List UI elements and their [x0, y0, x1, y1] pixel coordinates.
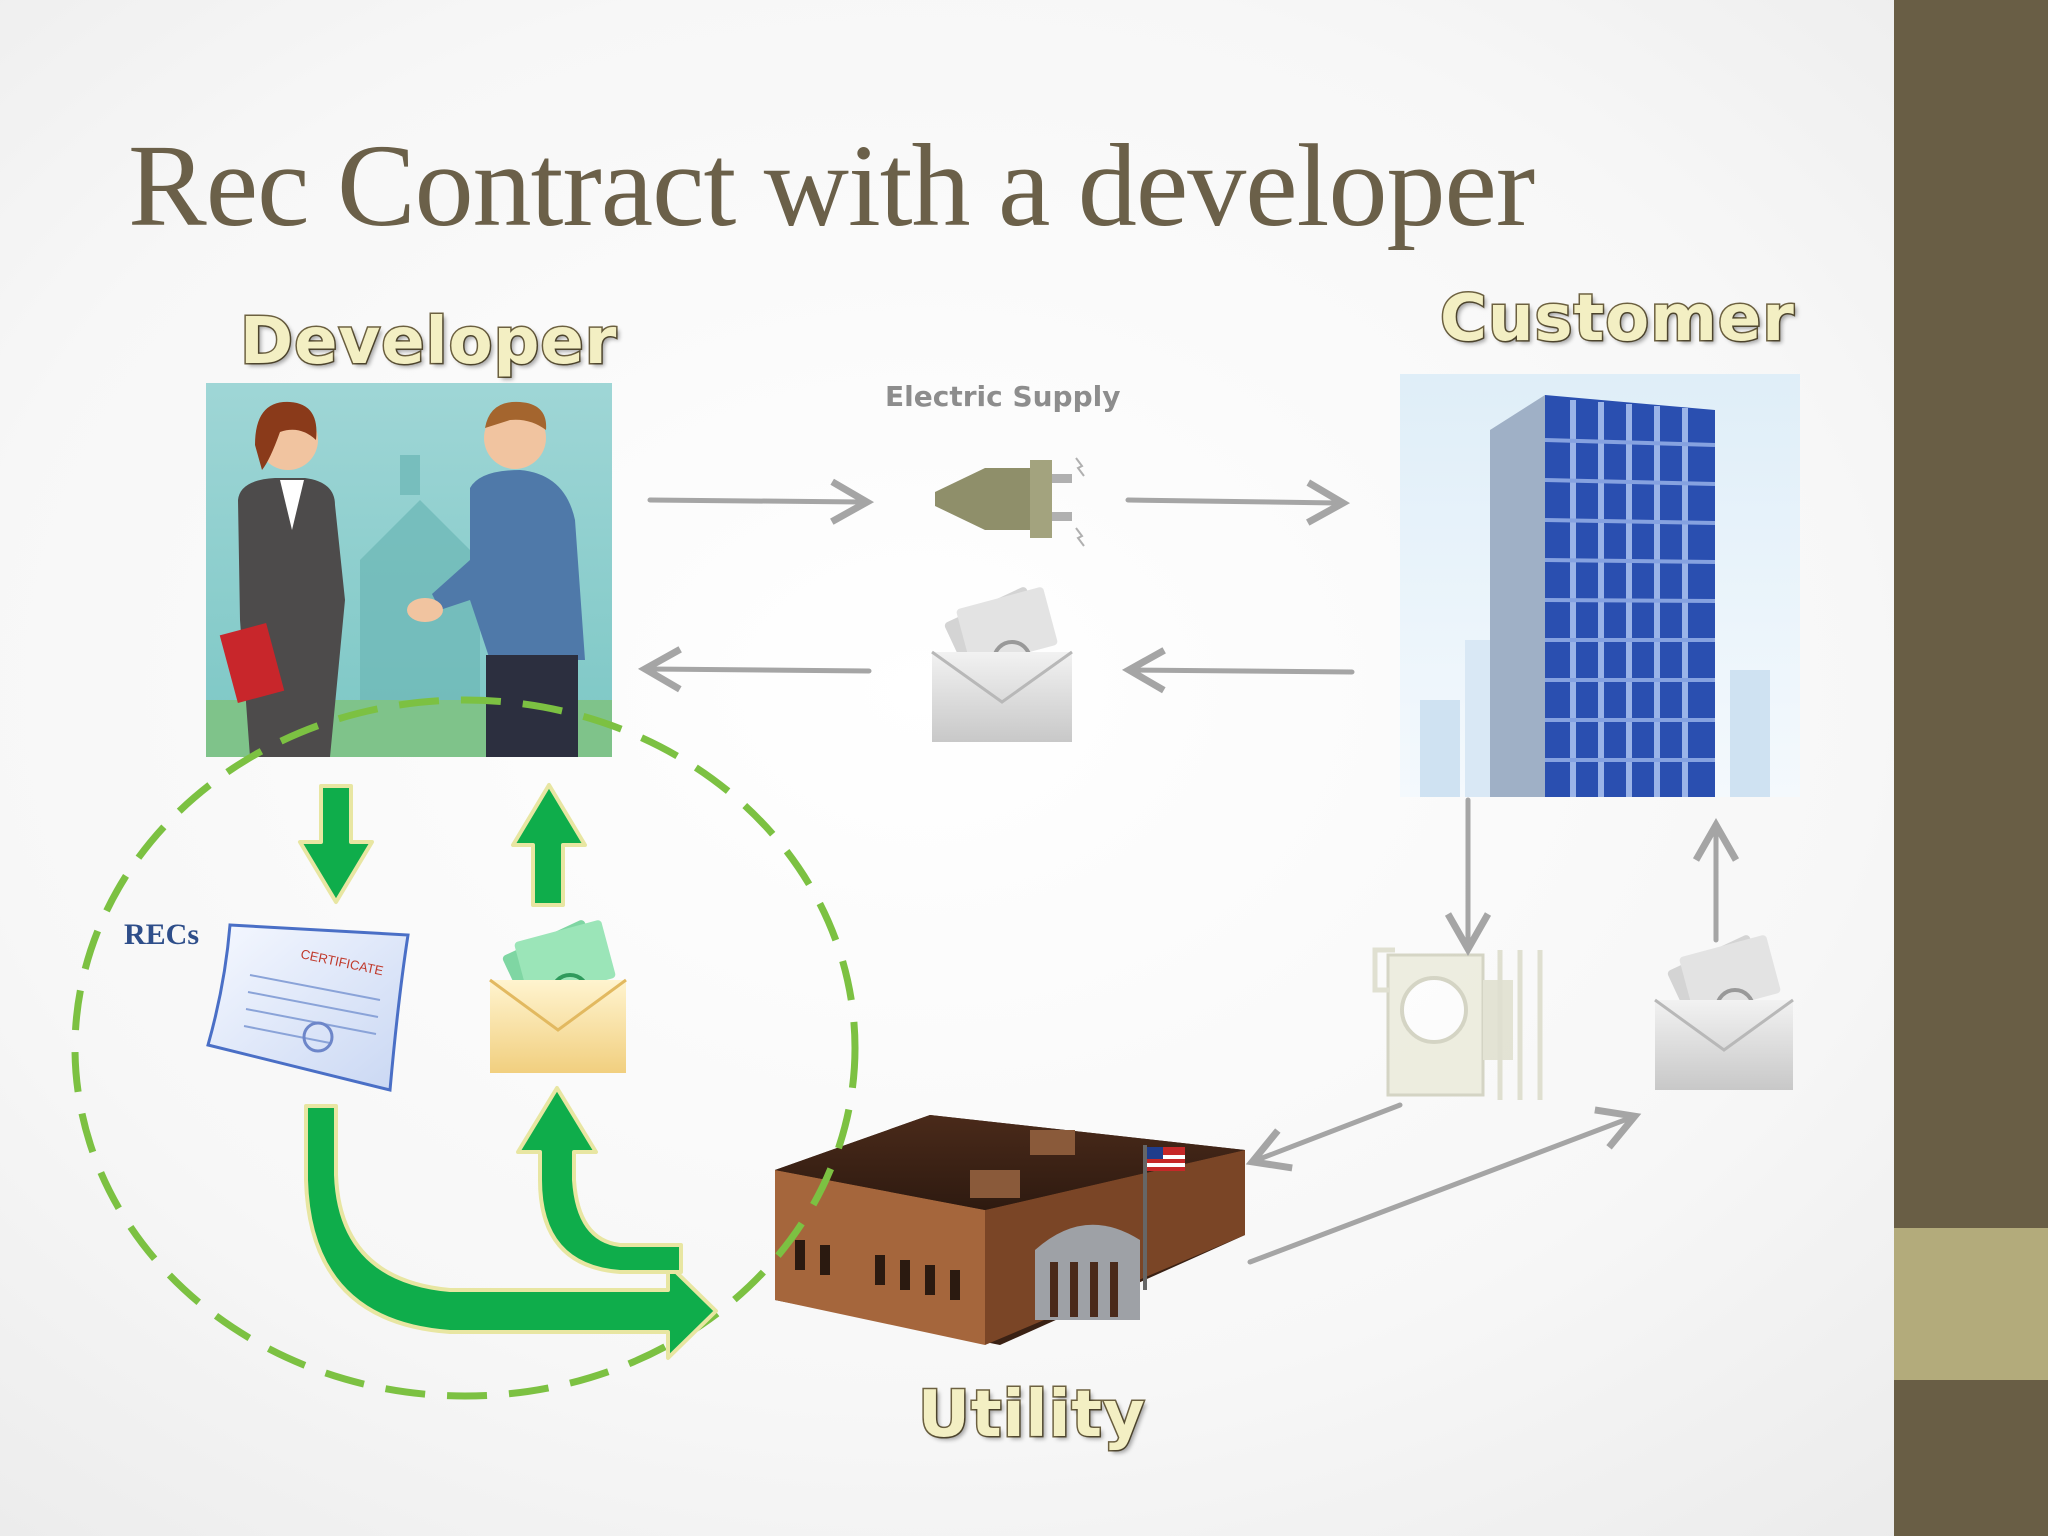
- flag-icon: [1147, 1147, 1185, 1171]
- certificate-icon: CERTIFICATE: [206, 923, 410, 1092]
- arrow-supply-to-customer: [1125, 479, 1351, 526]
- gray-flow-arrows: [637, 478, 1740, 1265]
- arrow-money-to-developer: [511, 783, 587, 907]
- developer-label: Developer: [238, 304, 618, 381]
- arrow-recs-to-utility: [304, 1104, 718, 1360]
- slide-title: Rec Contract with a developer: [128, 120, 1535, 251]
- sidebar-accent-band: [1894, 1228, 2048, 1380]
- money-envelope-icon: [931, 587, 1073, 742]
- electric-supply-label: Electric Supply: [885, 380, 1121, 413]
- recs-label: RECs: [124, 918, 200, 951]
- arrow-customer-to-payment: [1121, 647, 1355, 694]
- rec-contract-boundary: [71, 696, 859, 1400]
- electric-meter-icon: [1372, 947, 1543, 1100]
- arrow-utility-to-money: [516, 1086, 683, 1274]
- utility-building-illustration: [775, 1115, 1245, 1345]
- utility-label: Utility: [917, 1377, 1147, 1454]
- arrow-developer-to-supply: [647, 478, 875, 525]
- arrow-developer-to-recs: [298, 784, 374, 904]
- money-envelope-icon: [489, 920, 627, 1073]
- office-tower-illustration: [1400, 374, 1800, 797]
- plug-icon: [935, 457, 1085, 547]
- customer-label: Customer: [1439, 281, 1796, 358]
- handshake-illustration: [206, 383, 612, 757]
- arrow-payment-to-developer: [637, 646, 872, 693]
- arrow-meter-to-utility: [1245, 1102, 1403, 1172]
- arrow-utility-to-payment: [1247, 1106, 1642, 1265]
- green-flow-arrows: [298, 783, 718, 1360]
- money-envelope-icon: [1654, 935, 1794, 1090]
